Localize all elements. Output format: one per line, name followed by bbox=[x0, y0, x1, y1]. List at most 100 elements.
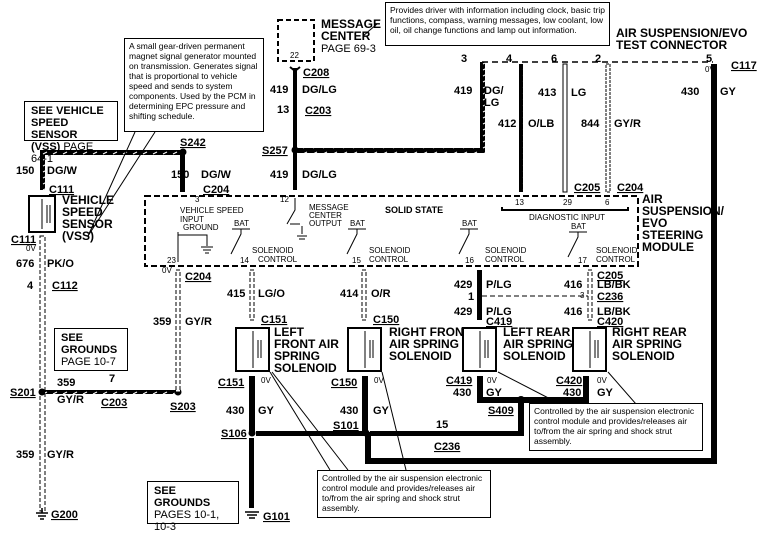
wire-429[interactable] bbox=[477, 270, 482, 320]
c150-top-label: C150 bbox=[373, 314, 399, 326]
circ-416-b: 416 bbox=[564, 306, 582, 318]
wire-s106-s101[interactable] bbox=[256, 431, 365, 436]
vss-note-pointer-2 bbox=[87, 131, 156, 237]
circ-429-a: 429 bbox=[454, 279, 472, 291]
wire-430-c117[interactable] bbox=[711, 64, 717, 464]
pin-16: 16 bbox=[465, 256, 474, 265]
wire-419-mc[interactable] bbox=[293, 68, 297, 190]
wire-844[interactable] bbox=[605, 63, 611, 193]
wire-430-lf[interactable] bbox=[249, 376, 255, 432]
c205-top-label: C205 bbox=[574, 182, 600, 194]
pin-3-module: 3 bbox=[195, 195, 200, 204]
wire-150-vss[interactable] bbox=[40, 150, 45, 190]
pin-3-top: 3 bbox=[461, 53, 467, 65]
c204-top-label: C204 bbox=[203, 184, 230, 196]
c111-bottom-label: C111 bbox=[11, 234, 36, 246]
s409-label: S409 bbox=[488, 405, 514, 417]
lr-coil-icon bbox=[479, 331, 489, 368]
module-label-2: SUSPENSION/ bbox=[642, 204, 725, 218]
vss-coil-icon bbox=[41, 199, 51, 229]
vss-label-2: SPEED bbox=[62, 205, 103, 219]
pin-14: 14 bbox=[240, 256, 249, 265]
s242-label: S242 bbox=[180, 137, 206, 149]
pin-15: 15 bbox=[352, 256, 361, 265]
lf-label-2: FRONT AIR bbox=[274, 337, 339, 351]
see-vss-page: PAGE 64-1 bbox=[31, 141, 94, 165]
color-lgo: LG/O bbox=[258, 288, 285, 300]
circ-429-b: 429 bbox=[454, 306, 472, 318]
wire-150-horiz[interactable] bbox=[40, 150, 185, 155]
see-grounds-1-head-2: GROUNDS bbox=[61, 344, 118, 356]
pin-13-diag: 13 bbox=[515, 198, 524, 207]
wire-412[interactable] bbox=[519, 64, 523, 192]
ig-label-2: GROUND bbox=[183, 223, 219, 232]
mc-page: PAGE 69-3 bbox=[321, 43, 376, 55]
rr-coil-icon bbox=[589, 331, 599, 368]
wire-430-rf[interactable] bbox=[362, 376, 368, 434]
vss-description-note: A small gear-driven permanent magnet sig… bbox=[124, 38, 264, 132]
wire-s106-g101[interactable] bbox=[249, 438, 254, 508]
wire-416[interactable] bbox=[587, 269, 593, 321]
color-dg: DG/ bbox=[484, 85, 504, 97]
wire-415[interactable] bbox=[249, 269, 255, 321]
wire-414[interactable] bbox=[361, 269, 367, 321]
ov-c117: 0V bbox=[705, 65, 715, 74]
wire-430-s101-down[interactable] bbox=[365, 432, 371, 464]
sol-lf-1: SOLENOID bbox=[252, 246, 294, 255]
message-center-box[interactable] bbox=[277, 19, 315, 62]
c204-right-label: C204 bbox=[617, 182, 644, 194]
c150-bottom-label: C150 bbox=[331, 377, 357, 389]
mc-pointer bbox=[362, 23, 378, 37]
wire-413[interactable] bbox=[562, 63, 568, 193]
rf-coil-icon bbox=[364, 331, 374, 368]
pin-7: 7 bbox=[109, 373, 115, 385]
circ-150-a: 150 bbox=[16, 165, 34, 177]
module-box[interactable] bbox=[144, 195, 639, 267]
s409-dot bbox=[517, 396, 525, 404]
rr-note-pointer bbox=[607, 371, 637, 405]
svg-text:BAT: BAT bbox=[350, 219, 365, 228]
c420-bottom-label: C420 bbox=[556, 375, 582, 387]
c208-label: C208 bbox=[303, 67, 329, 79]
see-grounds-1-page: PAGE 10-7 bbox=[61, 356, 116, 368]
pin-12: 12 bbox=[280, 195, 289, 204]
wire-430-bottom[interactable] bbox=[365, 458, 717, 464]
wire-430-lr-rr[interactable] bbox=[477, 376, 589, 403]
see-vss-line-3: (VSS) PAGE 64-1 bbox=[31, 141, 93, 165]
circ-430-rr: 430 bbox=[563, 387, 581, 399]
rf-label-3: SOLENOID bbox=[389, 349, 452, 363]
circ-359-b: 359 bbox=[153, 316, 171, 328]
color-plg-a: P/LG bbox=[486, 279, 512, 291]
mc-output-3: OUTPUT bbox=[309, 219, 342, 228]
pin-29: 29 bbox=[563, 198, 572, 207]
c419-top-label: C419 bbox=[486, 316, 512, 328]
s201-dot bbox=[38, 388, 46, 396]
wire-359-module[interactable] bbox=[175, 269, 181, 393]
wire-s409-down[interactable] bbox=[518, 403, 524, 436]
g101-ground-icon bbox=[245, 511, 259, 519]
color-pko: PK/O bbox=[47, 258, 74, 270]
ground-symbol-vs bbox=[177, 232, 213, 262]
color-lg: LG bbox=[571, 87, 586, 99]
circ-430-top: 430 bbox=[681, 86, 699, 98]
wire-150-module[interactable] bbox=[180, 152, 185, 192]
pin-23: 23 bbox=[167, 256, 176, 265]
see-vss-head-3: (VSS) bbox=[31, 141, 61, 153]
lr-label-1: LEFT REAR bbox=[503, 325, 571, 339]
see-grounds-1-head-1: SEE bbox=[61, 332, 84, 344]
wire-419-pin3[interactable] bbox=[480, 62, 485, 153]
module-label-5: MODULE bbox=[642, 240, 694, 254]
front-solenoid-description-note: Controlled by the air suspension electro… bbox=[317, 470, 491, 518]
see-grounds-reference-1[interactable]: SEE GROUNDS PAGE 10-7 bbox=[54, 328, 128, 371]
wire-s101-s409[interactable] bbox=[370, 431, 520, 436]
wire-676-359-left[interactable] bbox=[39, 235, 46, 512]
see-grounds-reference-2[interactable]: SEE GROUNDS PAGES 10-1, 10-3 bbox=[147, 481, 239, 533]
circ-676: 676 bbox=[16, 258, 34, 270]
pin-2-top: 2 bbox=[595, 53, 601, 65]
svg-text:BAT: BAT bbox=[234, 219, 249, 228]
wire-419-horiz[interactable] bbox=[297, 148, 484, 153]
see-vss-reference[interactable]: SEE VEHICLE SPEED SENSOR (VSS) PAGE 64-1 bbox=[24, 101, 118, 165]
wire-359-horiz[interactable] bbox=[45, 390, 180, 394]
mc-label-1: MESSAGE bbox=[321, 17, 381, 31]
